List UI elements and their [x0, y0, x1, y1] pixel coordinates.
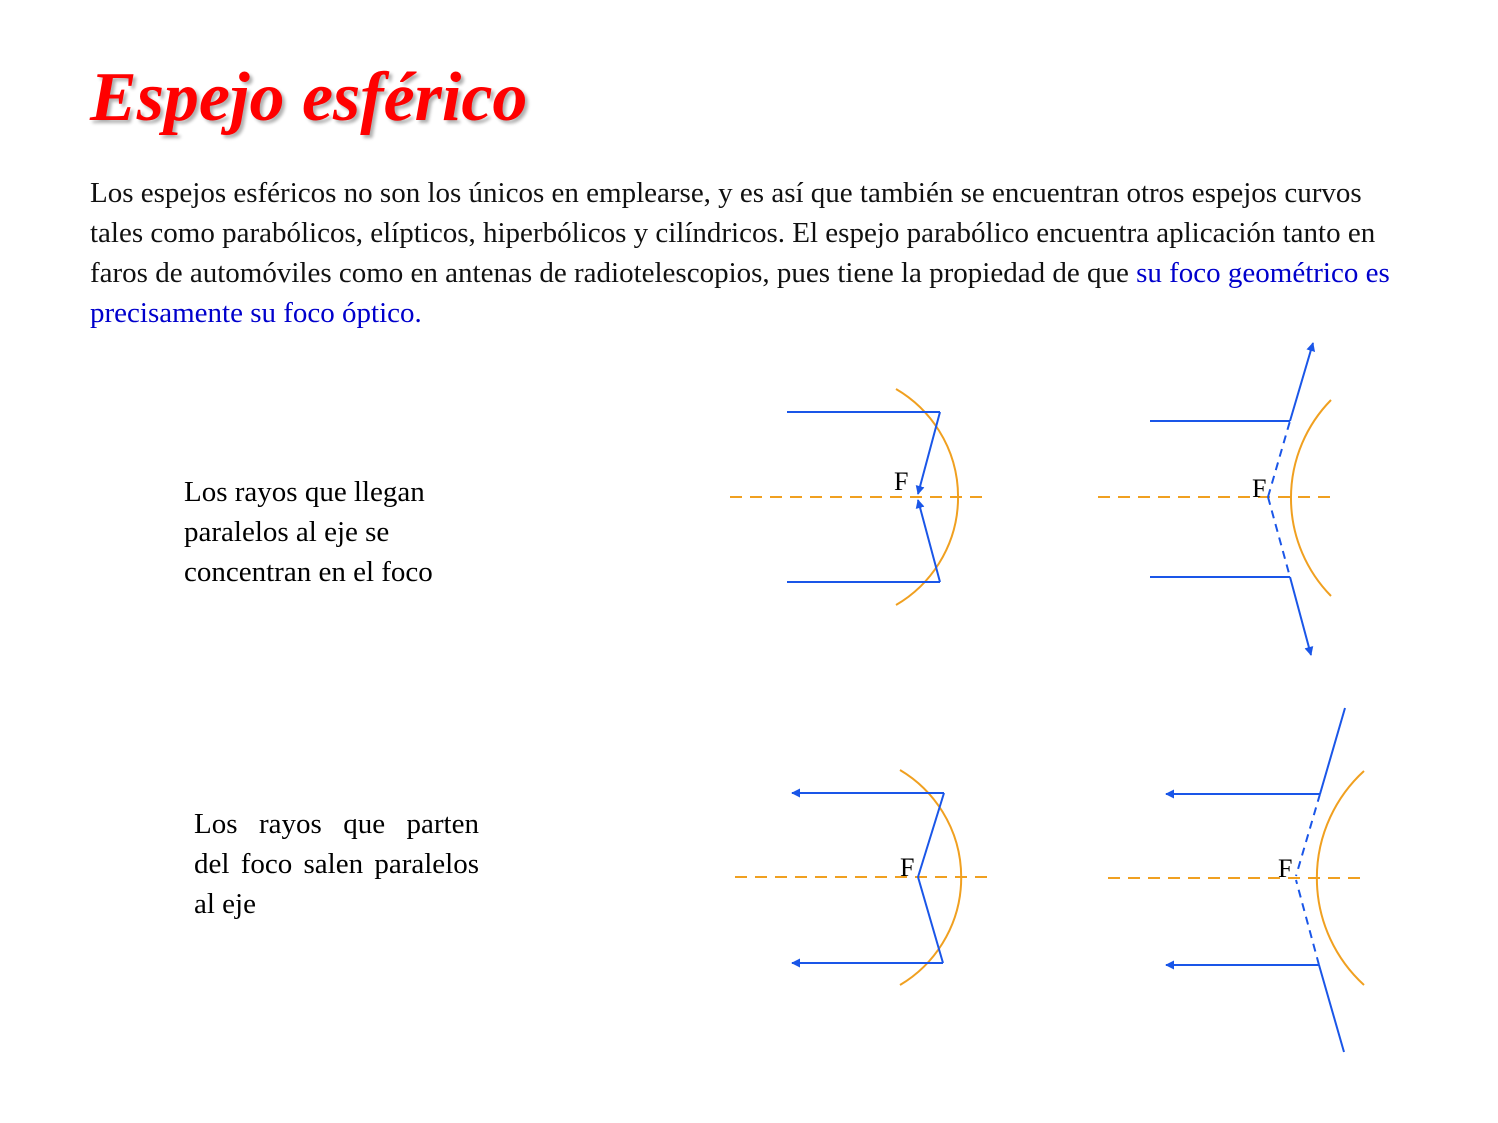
diagram-concave-from-focus: F [735, 769, 988, 986]
focus-label: F [900, 853, 914, 882]
ray-from-focus-top [917, 792, 945, 878]
reflected-ray-bottom [1289, 576, 1314, 656]
intro-text: Los espejos esféricos no son los únicos … [90, 177, 1376, 289]
concave-mirror [895, 388, 960, 606]
slide-title: Espejo esférico [90, 59, 528, 136]
convex-mirror [1290, 399, 1332, 597]
focus-label: F [894, 467, 908, 496]
caption-focus-rays: Los rayos que parten del foco salen para… [194, 808, 479, 920]
diagram-concave-converging: F [730, 388, 985, 606]
focus-label: F [1278, 854, 1292, 883]
intro-highlight: su foco geométrico es precisamente su fo… [90, 257, 1390, 329]
diagram-convex-toward-focus: F [1108, 707, 1365, 1053]
virtual-ray-bottom [1295, 879, 1320, 966]
reflected-ray-bottom [915, 499, 941, 583]
incoming-ray-top [1319, 707, 1346, 795]
focus-label: F [1252, 474, 1266, 503]
reflected-ray-top [1289, 342, 1316, 422]
ray-from-focus-bottom [917, 876, 944, 964]
convex-mirror [1315, 770, 1365, 986]
incoming-ray-bottom [1318, 964, 1345, 1053]
diagram-convex-diverging: F [1098, 342, 1332, 656]
virtual-ray-top [1295, 793, 1321, 877]
caption-parallel-rays: Los rayos que llegan paralelos al eje se… [184, 476, 433, 588]
intro-paragraph: Los espejos esféricos no son los únicos … [90, 173, 1390, 333]
virtual-ray-bottom [1267, 496, 1291, 578]
virtual-ray-top [1267, 420, 1291, 498]
reflected-ray-top [915, 411, 941, 495]
